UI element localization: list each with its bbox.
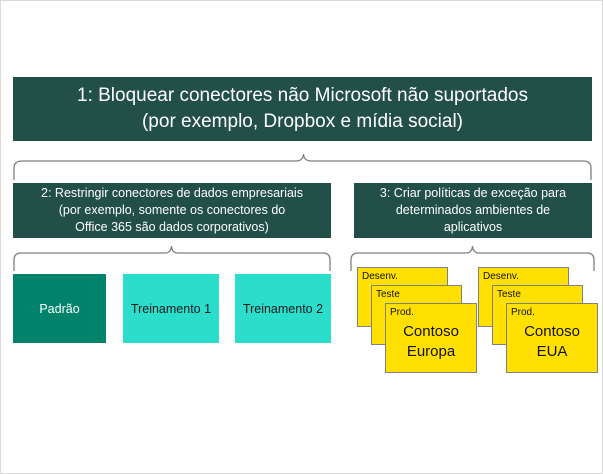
sticky-note-title-line-1: Contoso [524, 323, 580, 340]
note-stack-contoso-europa[interactable]: Desenv. Teste Prod. Contoso Europa [357, 267, 477, 391]
brace-level1-to-level2 [13, 151, 592, 181]
policy-level-1-banner[interactable]: 1: Bloquear conectores não Microsoft não… [13, 77, 592, 141]
policy-level-1-line-2: (por exemplo, Dropbox e mídia social) [141, 111, 464, 132]
note-stack-contoso-eua[interactable]: Desenv. Teste Prod. Contoso EUA [478, 267, 598, 391]
sticky-note-tag: Desenv. [483, 271, 519, 282]
environment-tile-label: Padrão [39, 301, 80, 316]
policy-level-1-line-1: 1: Bloquear conectores não Microsoft não… [77, 85, 528, 106]
sticky-note-prod[interactable]: Prod. Contoso EUA [506, 303, 598, 373]
policy-level-2-box-exception-policies[interactable]: 3: Criar políticas de exceção para deter… [354, 183, 592, 238]
sticky-note-tag: Teste [376, 289, 400, 300]
brace-box2-to-environments [13, 244, 331, 272]
policy-level-2-box-restrict-connectors[interactable]: 2: Restringir conectores de dados empres… [13, 183, 331, 238]
sticky-note-tag: Teste [497, 289, 521, 300]
sticky-note-tag: Prod. [390, 307, 414, 318]
sticky-note-title: Contoso EUA [507, 322, 597, 362]
policy-level-2-box2-line-1: 2: Restringir conectores de dados empres… [41, 186, 303, 200]
environment-tile-padrao[interactable]: Padrão [13, 274, 106, 343]
sticky-note-tag: Prod. [511, 307, 535, 318]
sticky-note-title: Contoso Europa [386, 322, 476, 362]
policy-level-2-box2-line-2: (por exemplo, somente os conectores do [58, 203, 286, 217]
environment-tile-label: Treinamento 2 [242, 301, 324, 316]
environment-tile-treinamento-2[interactable]: Treinamento 2 [235, 274, 331, 343]
sticky-note-tag: Desenv. [362, 271, 398, 282]
policy-level-2-box3-line-3: aplicativos [443, 220, 503, 234]
policy-level-2-box3-line-2: determinados ambientes de [395, 203, 551, 217]
sticky-note-title-line-1: Contoso [403, 323, 459, 340]
sticky-note-title-line-2: Europa [406, 343, 456, 360]
environment-tile-label: Treinamento 1 [130, 301, 212, 316]
environment-tile-treinamento-1[interactable]: Treinamento 1 [123, 274, 219, 343]
policy-level-2-box3-line-1: 3: Criar políticas de exceção para [379, 186, 567, 200]
brace-box3-to-note-stacks [350, 244, 595, 272]
sticky-note-prod[interactable]: Prod. Contoso Europa [385, 303, 477, 373]
sticky-note-title-line-2: EUA [536, 343, 568, 360]
policy-level-2-box2-line-3: Office 365 são dados corporativos) [75, 220, 269, 234]
